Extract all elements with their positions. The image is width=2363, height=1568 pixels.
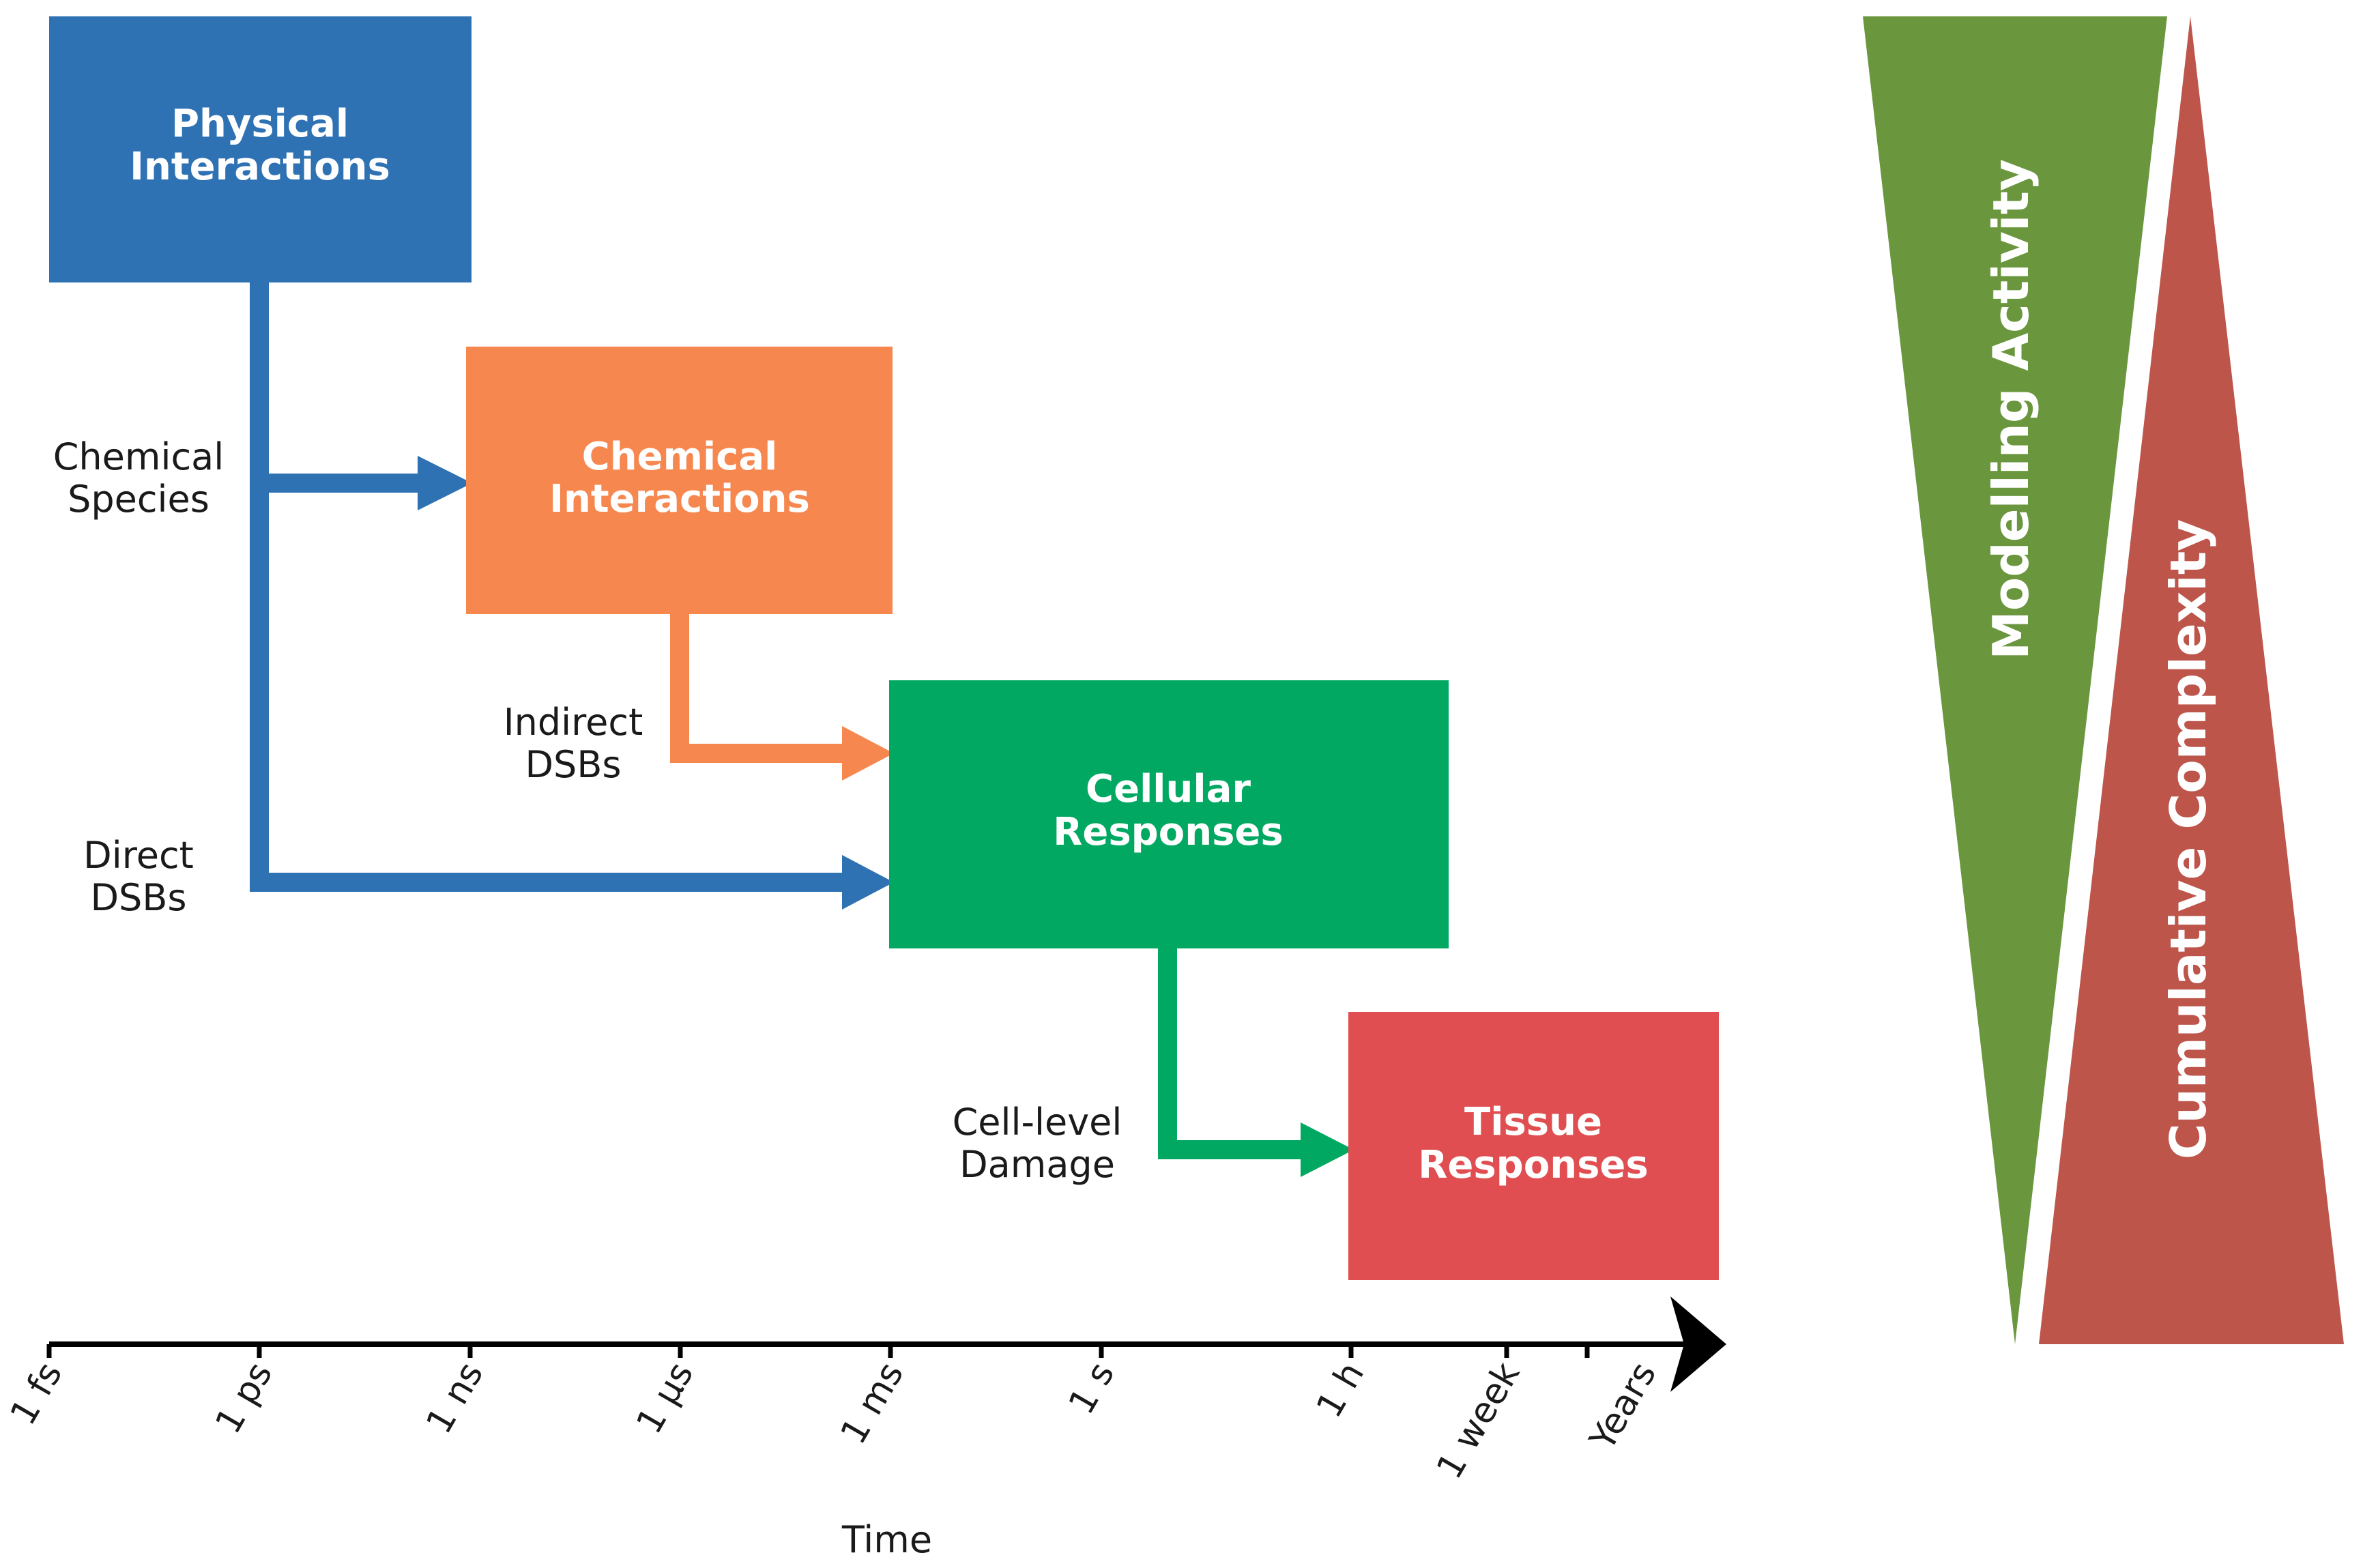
- chemical-species-label-line2: Species: [68, 478, 209, 521]
- cellular-box-rect: [889, 680, 1449, 948]
- cellular-box-title-line1: Cellular: [1086, 767, 1251, 811]
- chemical-box-rect: [466, 347, 893, 614]
- direct-dsbs-label-line2: DSBs: [90, 876, 186, 919]
- chemical-species-arrowhead: [418, 456, 472, 510]
- tissue-box-rect: [1348, 1012, 1719, 1280]
- tissue-box-title-line1: Tissue: [1464, 1100, 1602, 1144]
- tick-label-1-us: 1 µs: [628, 1356, 701, 1441]
- physical-box-rect: [49, 16, 472, 282]
- modelling-activity-label: Modelling Activity: [1982, 159, 2040, 660]
- tick-label-1-ns: 1 ns: [418, 1356, 491, 1441]
- chemical-box-title-line2: Interactions: [549, 477, 810, 521]
- physical-box-title-line2: Interactions: [130, 145, 390, 189]
- modelling-activity-triangle: Modelling Activity: [1863, 16, 2167, 1344]
- tick-label-years: Years: [1582, 1356, 1664, 1458]
- tissue-responses-box: Tissue Responses: [1348, 1012, 1719, 1280]
- tick-label-1-s: 1 s: [1061, 1356, 1122, 1421]
- physical-box-title-line1: Physical: [171, 102, 349, 146]
- cumulative-complexity-triangle: Cumulative Complexity: [2039, 16, 2344, 1344]
- time-axis: 1 fs 1 ps 1 ns 1 µs 1 ms 1 s 1 h 1 week …: [3, 1296, 1726, 1561]
- indirect-dsbs-label-line1: Indirect: [504, 701, 643, 744]
- complexity-triangle-shape: [2039, 16, 2344, 1344]
- time-axis-arrowhead: [1670, 1296, 1726, 1392]
- modelling-triangle-shape: [1863, 16, 2167, 1344]
- tick-label-1-fs: 1 fs: [3, 1356, 70, 1432]
- connectors: [250, 280, 1354, 1177]
- tick-label-1-ps: 1 ps: [207, 1356, 280, 1441]
- tissue-box-title-line2: Responses: [1418, 1143, 1649, 1187]
- cell-level-damage-label-line2: Damage: [959, 1143, 1115, 1186]
- tick-label-1-week: 1 week: [1429, 1356, 1528, 1486]
- tick-label-1-h: 1 h: [1309, 1356, 1372, 1425]
- cellular-responses-box: Cellular Responses: [889, 680, 1449, 948]
- direct-dsbs-label: Direct DSBs: [83, 834, 194, 919]
- tick-label-1-ms: 1 ms: [833, 1356, 912, 1451]
- physical-interactions-box: Physical Interactions: [49, 16, 472, 282]
- indirect-dsbs-label-line2: DSBs: [525, 743, 621, 786]
- chemical-species-label-line1: Chemical: [53, 435, 224, 478]
- time-axis-title: Time: [841, 1518, 932, 1561]
- chemical-box-title-line1: Chemical: [582, 435, 778, 479]
- cellular-box-title-line2: Responses: [1053, 810, 1284, 854]
- cell-level-damage-label-line1: Cell-level: [953, 1101, 1122, 1144]
- direct-dsbs-arrowhead: [842, 855, 894, 910]
- indirect-dsbs-label: Indirect DSBs: [504, 701, 643, 786]
- indirect-dsbs-arrowhead: [842, 726, 894, 781]
- chemical-interactions-box: Chemical Interactions: [466, 347, 893, 614]
- cell-damage-arrowhead: [1301, 1122, 1354, 1177]
- cumulative-complexity-label: Cumulative Complexity: [2160, 519, 2217, 1159]
- chemical-species-label: Chemical Species: [53, 435, 224, 521]
- direct-dsbs-label-line1: Direct: [83, 834, 194, 877]
- cell-level-damage-label: Cell-level Damage: [953, 1101, 1122, 1186]
